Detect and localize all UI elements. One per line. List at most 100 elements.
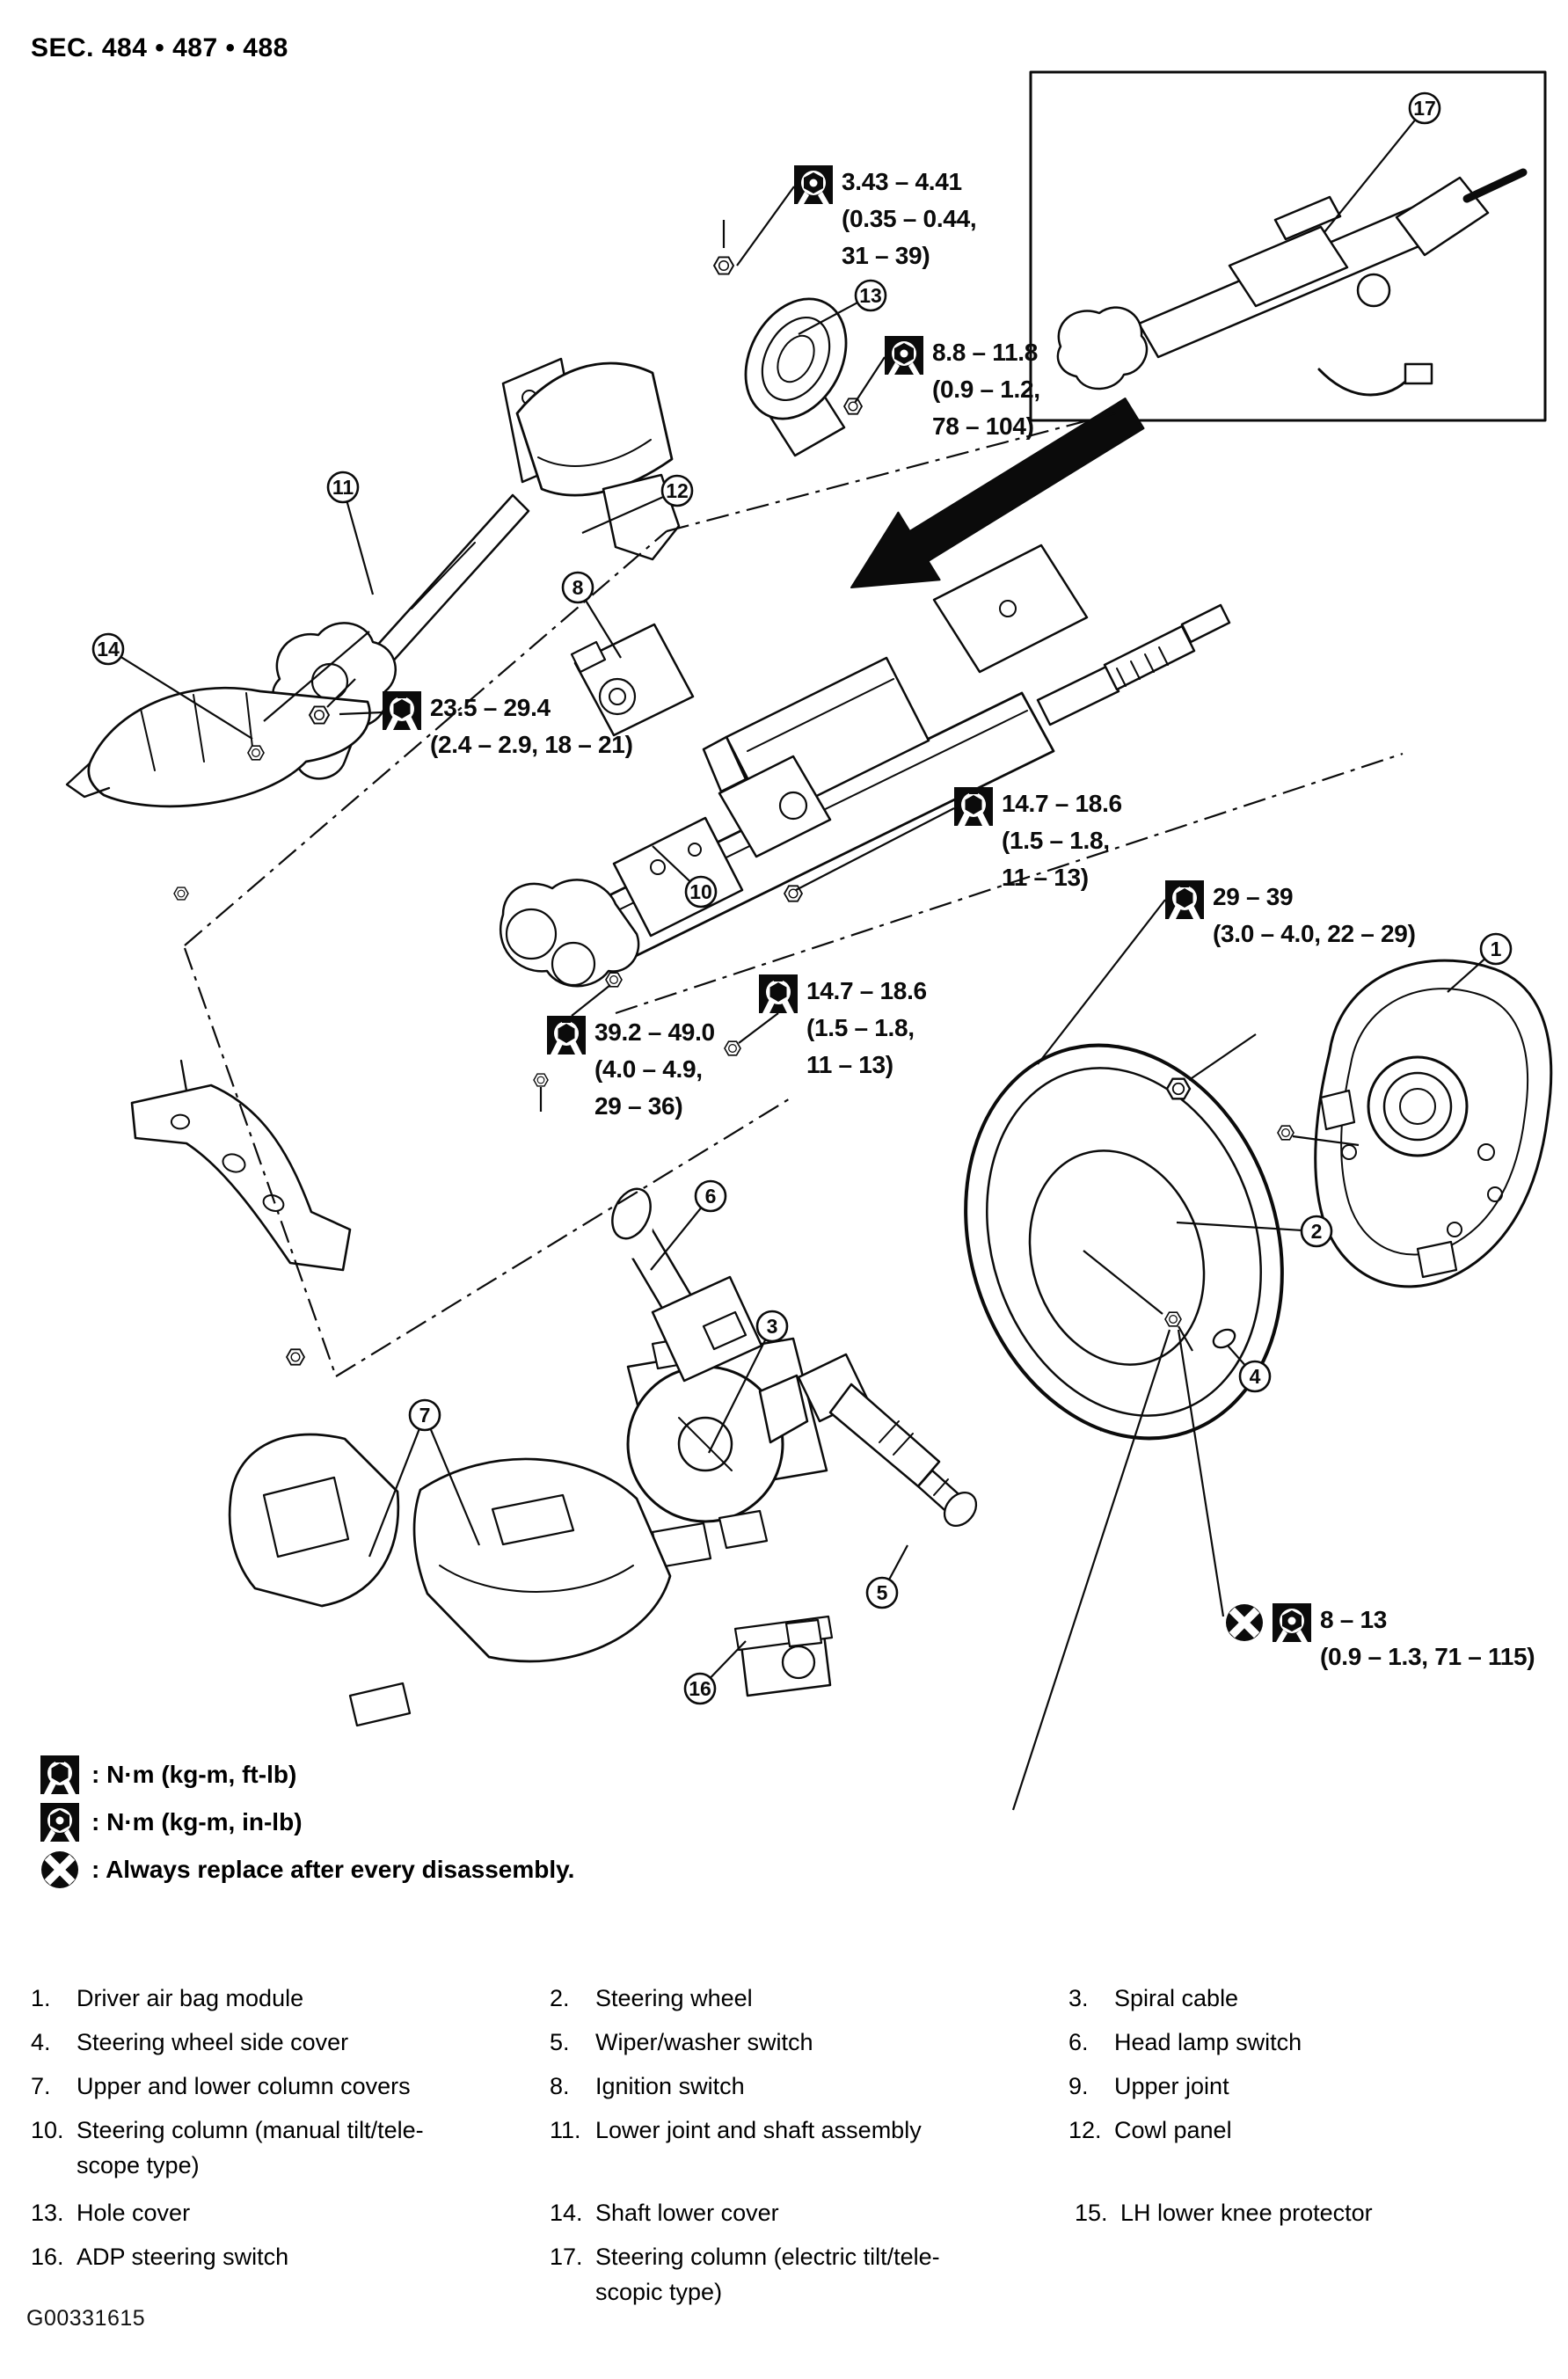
hex-nut [843,398,863,415]
diagram-part-path [1382,1071,1453,1142]
torque-spec-t2: 8.8 – 11.8(0.9 – 1.2,78 – 104) [854,336,1040,440]
callout-circle [854,279,887,312]
leader-line [1083,1250,1163,1315]
torque-value-text: 29 – 39 [1213,883,1293,910]
diagram-part-path [602,473,681,561]
parts-list-item-3: 3.Spiral cable [1068,1981,1238,2016]
part-number: 14. [550,2200,583,2226]
diagram-part-path [598,677,637,716]
callout-leader-line [709,1640,747,1679]
callout-leader-line [1176,1221,1302,1232]
callout-circle [408,1398,441,1432]
parts-list-item-7: 7.Upper and lower column covers [31,2069,411,2104]
callout-circle [660,474,694,507]
torque-leader-line [571,984,611,1017]
hex-nut [286,1348,305,1366]
part-number: 3. [1068,1985,1089,2011]
diagram-part-path [348,1682,412,1727]
callout-number: 10 [689,880,712,903]
callout-leader-line [120,656,253,740]
diagram-part-path [1103,624,1196,691]
torque-ft-lb-icon [954,787,993,826]
part-label: Steering wheel side cover [77,2029,349,2055]
diagram-part-path [702,1310,748,1351]
torque-ft-lb-icon [1165,880,1204,919]
callout-leader-line [368,1428,420,1558]
part-number: 15. [1075,2200,1108,2226]
diagram-part-path [718,755,832,858]
diagram-part-path [677,1416,733,1472]
callout-number: 14 [97,638,120,660]
part-number: 5. [550,2029,570,2055]
callout-number: 17 [1413,97,1436,120]
torque-spec-t7: 39.2 – 49.0(4.0 – 4.9,29 – 36) [547,984,715,1120]
part-label: Lower joint and shaft assembly [595,2117,922,2143]
callout-leader-line [708,1339,767,1454]
hex-nut [1277,1125,1295,1141]
callout-8: 8 [561,571,622,659]
diagram-part-path [573,623,695,737]
diagram-part-path [570,640,607,674]
callout-11: 11 [326,471,375,595]
callout-4: 4 [1227,1345,1272,1393]
parts-list-item-5: 5.Wiper/washer switch [550,2025,813,2060]
part-label: Upper joint [1114,2073,1229,2099]
diagram-part-path [1273,195,1342,241]
part-label: ADP steering switch [77,2244,289,2270]
diagram-part-path [609,688,626,705]
diagram-part-path [1367,1055,1469,1157]
callout-number: 16 [689,1677,711,1700]
hex-nut [533,1073,549,1087]
parts-list-item-10: 10.Steering column (manual tilt/tele-sco… [31,2113,424,2183]
diagram-part-path [262,1194,285,1212]
diagram-part-path [1416,1240,1458,1279]
diagram-part-path [179,1059,188,1092]
diagram-part-path [879,1420,914,1456]
part-label: Driver air bag module [77,1985,304,2011]
torque-value-text: (4.0 – 4.9, [594,1055,703,1083]
callout-7: 7 [368,1398,481,1558]
legend-row-inlb: : N·m (kg-m, in-lb) [40,1803,303,1842]
diagram-part-path [222,1153,246,1173]
hex-nut [724,1040,741,1056]
diagram-part-path [1180,603,1231,644]
diagram-part-path [612,816,744,938]
part-number: 12. [1068,2117,1102,2143]
part-label: Steering column (electric tilt/tele-scop… [595,2244,940,2305]
diagram-part-path [1462,168,1528,203]
callout-circle [1300,1215,1333,1248]
part-label: Shaft lower cover [595,2200,779,2226]
callout-leader-line [1324,119,1417,233]
torque-in-lb-icon [885,336,923,375]
diagram-part-path [499,879,640,988]
construction-line [183,947,338,1377]
hex-nut [309,705,330,725]
leader-line [263,631,370,722]
diagram-part-path [688,843,702,857]
part-number: 6. [1068,2029,1089,2055]
diagram-part-path [1356,273,1391,308]
part-number: 2. [550,1985,570,2011]
callout-circle [684,875,718,909]
callout-circle [91,632,125,666]
callout-circle [755,1310,789,1343]
torque-value-text: 31 – 39) [842,242,930,269]
callout-leader-line [346,501,375,595]
construction-line [666,412,1116,533]
diagram-part-path [65,762,111,799]
parts-list-item-9: 9.Upper joint [1068,2069,1229,2104]
torque-leader-line [1177,1329,1225,1617]
figure-id: G00331615 [26,2306,146,2331]
torque-spec-t4: 14.7 – 18.6(1.5 – 1.8,11 – 13) [795,787,1122,891]
part-number: 7. [31,2073,51,2099]
torque-value-text: (3.0 – 4.0, 22 – 29) [1213,920,1416,947]
diagram-part-path [1314,959,1553,1288]
diagram-part-ellipse [777,334,815,383]
diagram-part-path [537,439,652,467]
torque-ft-lb-icon [383,691,421,730]
diagram-part-path [1116,646,1169,687]
parts-list-item-8: 8.Ignition switch [550,2069,745,2104]
callout-leader-line [1447,958,1486,993]
